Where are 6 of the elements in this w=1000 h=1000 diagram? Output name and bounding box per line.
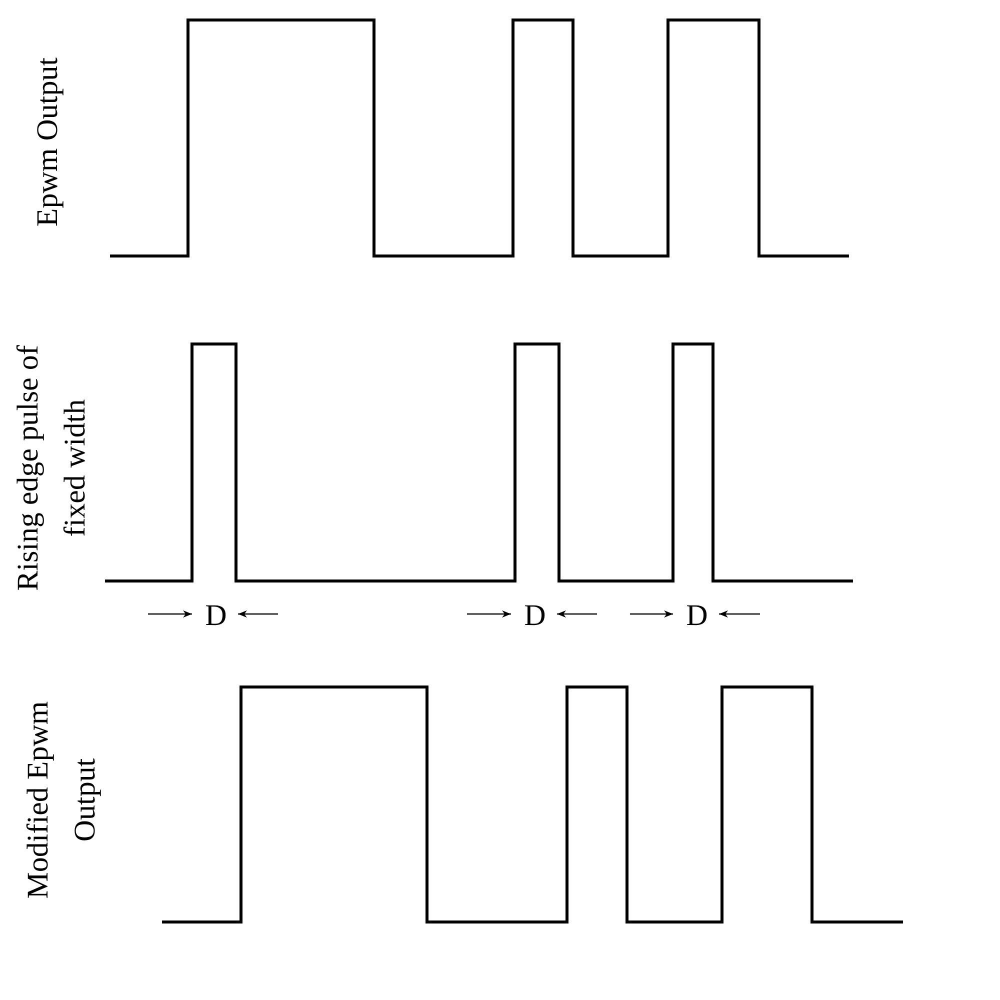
delay-label: D — [686, 601, 708, 631]
delay-label: D — [205, 601, 227, 631]
signal-label: Rising edge pulse of fixed width — [10, 344, 92, 593]
signal-label: Epwm Output — [30, 56, 65, 229]
signal-label: Modified Epwm Output — [20, 700, 102, 901]
delay-label: D — [524, 601, 546, 631]
